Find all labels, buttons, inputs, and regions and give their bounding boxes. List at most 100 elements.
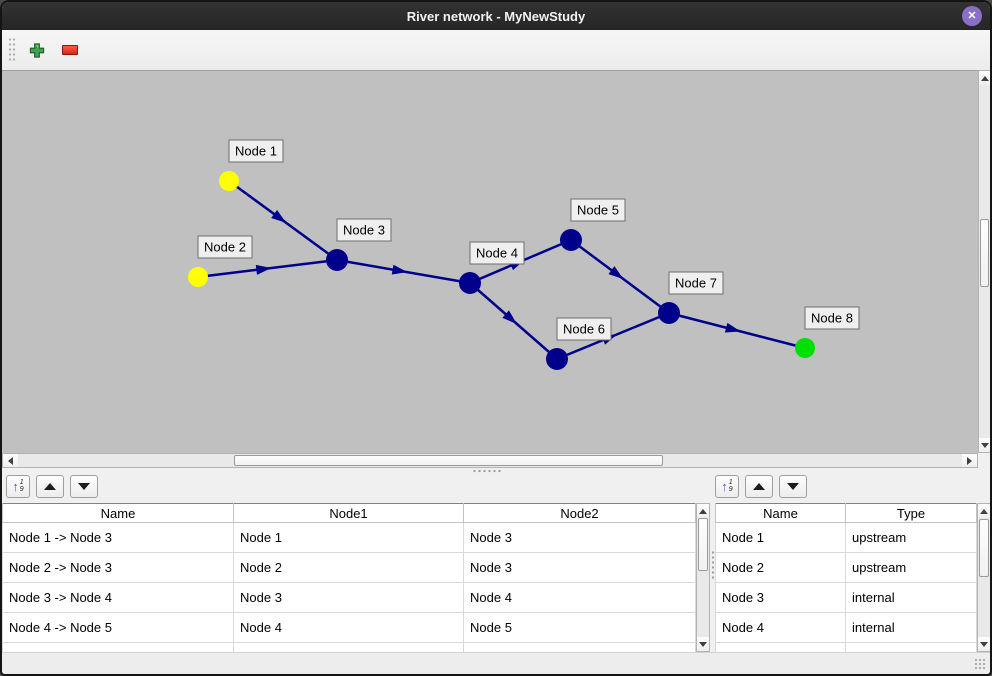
table-cell[interactable]: Node 2 — [715, 552, 846, 583]
graph-node[interactable] — [658, 302, 680, 324]
node-label[interactable]: Node 4 — [469, 241, 525, 265]
column-header-type[interactable]: Type — [845, 503, 977, 523]
column-header-name[interactable]: Name — [715, 503, 846, 523]
svg-text:Node 6: Node 6 — [563, 322, 605, 337]
svg-text:Node 8: Node 8 — [811, 311, 853, 326]
scroll-down-button[interactable] — [979, 438, 990, 452]
table-cell[interactable]: Node 3 — [463, 522, 696, 553]
main-toolbar — [2, 30, 990, 71]
move-down-button[interactable] — [70, 474, 98, 498]
scroll-down-button[interactable] — [697, 637, 709, 651]
canvas-hscrollbar[interactable] — [2, 453, 978, 468]
vscrollbar-thumb[interactable] — [979, 519, 989, 577]
table-cell[interactable]: Node 2 — [233, 552, 464, 583]
canvas-vscrollbar[interactable] — [978, 70, 990, 453]
table-cell[interactable]: upstream — [845, 522, 977, 553]
node-label[interactable]: Node 1 — [228, 139, 284, 163]
table-cell[interactable]: Node 1 — [233, 522, 464, 553]
scroll-up-button[interactable] — [978, 504, 990, 518]
table-cell[interactable]: Node 4 — [463, 582, 696, 613]
node-label[interactable]: Node 6 — [556, 317, 612, 341]
graph-node[interactable] — [326, 249, 348, 271]
move-down-button[interactable] — [779, 474, 807, 498]
svg-text:Node 4: Node 4 — [476, 246, 518, 261]
toolbar-drag-handle[interactable] — [8, 37, 15, 63]
graph-node[interactable] — [546, 348, 568, 370]
reaches-table-vscrollbar[interactable] — [696, 503, 710, 652]
scroll-down-button[interactable] — [978, 637, 990, 651]
network-canvas[interactable]: Node 1 Node 2 Node 3 Node 4 Node 5 Node 6 Node… — [2, 70, 978, 454]
table-cell[interactable]: Node 1 — [715, 522, 846, 553]
network-canvas-svg[interactable]: Node 1 Node 2 Node 3 Node 4 Node 5 Node 6 Node… — [2, 71, 978, 453]
resize-grip[interactable] — [974, 658, 987, 671]
table-cell[interactable]: Node 3 — [233, 582, 464, 613]
table-cell[interactable]: Node 5 — [463, 612, 696, 643]
table-cell[interactable]: internal — [845, 582, 977, 613]
triangle-up-icon — [44, 482, 56, 490]
graph-node[interactable] — [188, 267, 208, 287]
move-up-button[interactable] — [36, 474, 64, 498]
table-cell[interactable]: Node 4 -> Node 5 — [2, 612, 234, 643]
table-cell[interactable] — [715, 642, 846, 652]
table-cell[interactable]: Node 4 — [715, 612, 846, 643]
table-cell[interactable]: Node 1 -> Node 3 — [2, 522, 234, 553]
vertical-splitter-handle[interactable] — [711, 550, 716, 580]
table-cell[interactable] — [2, 642, 234, 652]
arrow-down-icon — [699, 641, 707, 647]
remove-button[interactable] — [56, 36, 84, 64]
edge-arrow-icon — [391, 264, 408, 275]
vscrollbar-thumb[interactable] — [980, 219, 989, 287]
hscrollbar-thumb[interactable] — [234, 455, 663, 466]
arrow-up-icon — [980, 75, 989, 81]
titlebar[interactable]: River network - MyNewStudy ✕ — [2, 2, 990, 30]
column-header-node2[interactable]: Node2 — [463, 503, 696, 523]
column-header-node1[interactable]: Node1 — [233, 503, 464, 523]
table-cell[interactable]: upstream — [845, 552, 977, 583]
close-button[interactable]: ✕ — [962, 6, 982, 26]
horizontal-splitter-handle[interactable] — [472, 469, 502, 474]
graph-node[interactable] — [560, 229, 582, 251]
table-cell[interactable]: Node 3 — [463, 552, 696, 583]
triangle-down-icon — [78, 482, 90, 490]
node-label[interactable]: Node 7 — [668, 271, 724, 295]
empty-row[interactable] — [2, 642, 696, 652]
table-cell[interactable] — [845, 642, 977, 652]
node-label[interactable]: Node 2 — [197, 235, 253, 259]
table-cell[interactable] — [233, 642, 464, 652]
scroll-up-button[interactable] — [979, 71, 990, 85]
table-cell[interactable]: internal — [845, 612, 977, 643]
vscrollbar-thumb[interactable] — [698, 518, 708, 571]
add-button[interactable] — [23, 36, 51, 64]
scroll-right-button[interactable] — [962, 454, 977, 467]
table-cell[interactable]: Node 2 -> Node 3 — [2, 552, 234, 583]
table-cell[interactable]: Node 4 — [233, 612, 464, 643]
graph-node[interactable] — [219, 171, 239, 191]
table-cell[interactable] — [463, 642, 696, 652]
column-header-name[interactable]: Name — [2, 503, 234, 523]
empty-row[interactable] — [715, 642, 977, 652]
table-cell[interactable]: Node 3 — [715, 582, 846, 613]
node-label[interactable]: Node 5 — [570, 198, 626, 222]
scroll-left-button[interactable] — [3, 454, 18, 467]
node-label[interactable]: Node 3 — [336, 218, 392, 242]
scroll-up-button[interactable] — [697, 504, 709, 518]
arrow-right-icon — [967, 456, 972, 465]
table-cell[interactable]: Node 3 -> Node 4 — [2, 582, 234, 613]
graph-node[interactable] — [459, 272, 481, 294]
node-label[interactable]: Node 8 — [804, 306, 860, 330]
move-up-button[interactable] — [745, 474, 773, 498]
nodes-table-vscrollbar[interactable] — [977, 503, 990, 652]
graph-node[interactable] — [795, 338, 815, 358]
